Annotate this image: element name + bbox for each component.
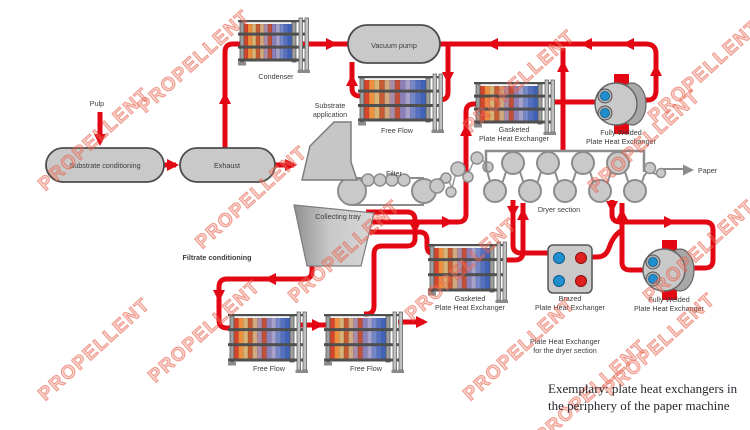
flow-arrow	[264, 273, 276, 285]
diagram-labels: Pulp Substrate conditioning Exhaust Cond…	[69, 41, 717, 373]
exhaust-label: Exhaust	[214, 161, 240, 170]
flow-arrow	[285, 159, 297, 171]
caption-line: Exemplary: plate heat exchangers in	[548, 381, 738, 396]
flow-arrow	[580, 38, 592, 50]
pipe	[363, 209, 418, 317]
substrate-application-funnel	[301, 121, 359, 181]
gasketed-bottom-label: Gasketed	[455, 294, 486, 303]
collecting-tray	[293, 204, 375, 267]
pipe	[222, 41, 240, 148]
flow-arrow	[606, 201, 618, 213]
pipe	[619, 203, 645, 273]
dryer-section-label: Dryer section	[538, 205, 580, 214]
fully-welded-bottom-exchanger	[642, 240, 695, 300]
pipe	[349, 62, 361, 99]
free-flow-2-label: Free Flow	[350, 364, 383, 373]
flow-arrow	[664, 216, 676, 228]
flow-arrow	[557, 60, 569, 72]
caption: Exemplary: plate heat exchangers in the …	[548, 380, 750, 414]
fully-welded-top-label: Plate Heat Exchanger	[586, 137, 657, 146]
substrate-application-label: application	[313, 110, 347, 119]
flow-arrow	[312, 319, 324, 331]
free-flow-top-exchanger	[358, 73, 444, 133]
flow-arrow	[507, 206, 519, 218]
paper-arrow	[683, 164, 694, 176]
exhaust-box	[179, 147, 276, 183]
flow-arrow	[416, 316, 428, 328]
paper-label: Paper	[698, 166, 718, 175]
condenser-label: Condenser	[258, 72, 294, 81]
gasketed-top-exchanger	[474, 79, 556, 135]
flow-arrow	[517, 208, 529, 220]
flow-arrow	[622, 38, 634, 50]
brazed-label: Plate Heat Exchanger	[535, 303, 606, 312]
pulp-label: Pulp	[90, 99, 104, 108]
gasketed-bottom-label: Plate Heat Exchanger	[435, 303, 506, 312]
flow-arrow	[219, 92, 231, 104]
flow-arrows	[94, 38, 676, 331]
gasketed-top-label: Gasketed	[499, 125, 530, 134]
dryer-phe-note: Plate Heat Exchanger	[530, 337, 601, 346]
condenser-exchanger	[238, 17, 310, 73]
filtrate-conditioning-label: Filtrate conditioning	[182, 253, 251, 262]
collecting-tray-label: Collecting tray	[315, 212, 361, 221]
flow-arrow	[346, 74, 358, 86]
free-flow-top-label: Free Flow	[381, 126, 414, 135]
substrate-application-label: Substrate	[315, 101, 346, 110]
filter-label: Filter	[386, 169, 403, 178]
flow-arrow	[94, 134, 106, 146]
gasketed-top-label: Plate Heat Exchanger	[479, 134, 550, 143]
brazed-exchanger	[547, 244, 593, 294]
fully-welded-top-exchanger	[594, 74, 647, 134]
substrate-conditioning-box	[45, 147, 165, 183]
substrate-conditioning-label: Substrate conditioning	[69, 161, 140, 170]
flow-arrow	[442, 216, 454, 228]
fully-welded-bottom-label: Fully Welded	[648, 295, 689, 304]
flow-arrow	[650, 64, 662, 76]
flow-arrow	[616, 208, 628, 220]
vacuum-pump-label: Vacuum pump	[371, 41, 417, 50]
pipe	[609, 200, 716, 271]
pipe	[366, 101, 479, 225]
free-flow-1-label: Free Flow	[253, 364, 286, 373]
flow-arrow	[409, 222, 421, 234]
fully-welded-top-label: Fully Welded	[600, 128, 641, 137]
dryer-phe-note: for the dryer section	[533, 346, 597, 355]
pipe	[592, 228, 624, 260]
dryer-section	[483, 149, 694, 203]
caption-line: the periphery of the paper machine	[548, 398, 730, 413]
flow-arrow	[213, 290, 225, 302]
vacuum-pump-box	[347, 24, 441, 64]
flow-arrow	[460, 124, 472, 136]
flow-arrow	[486, 38, 498, 50]
pipe	[503, 203, 526, 263]
pipe	[216, 266, 315, 331]
gasketed-bottom-exchanger	[428, 241, 508, 303]
free-flow-1-exchanger	[228, 311, 308, 373]
fully-welded-bottom-label: Plate Heat Exchanger	[634, 304, 705, 313]
flow-arrow	[167, 159, 179, 171]
brazed-label: Brazed	[559, 294, 582, 303]
press-rollers	[429, 151, 494, 198]
flow-arrow	[326, 38, 338, 50]
flow-arrow	[442, 72, 454, 84]
free-flow-2-exchanger	[324, 311, 404, 373]
